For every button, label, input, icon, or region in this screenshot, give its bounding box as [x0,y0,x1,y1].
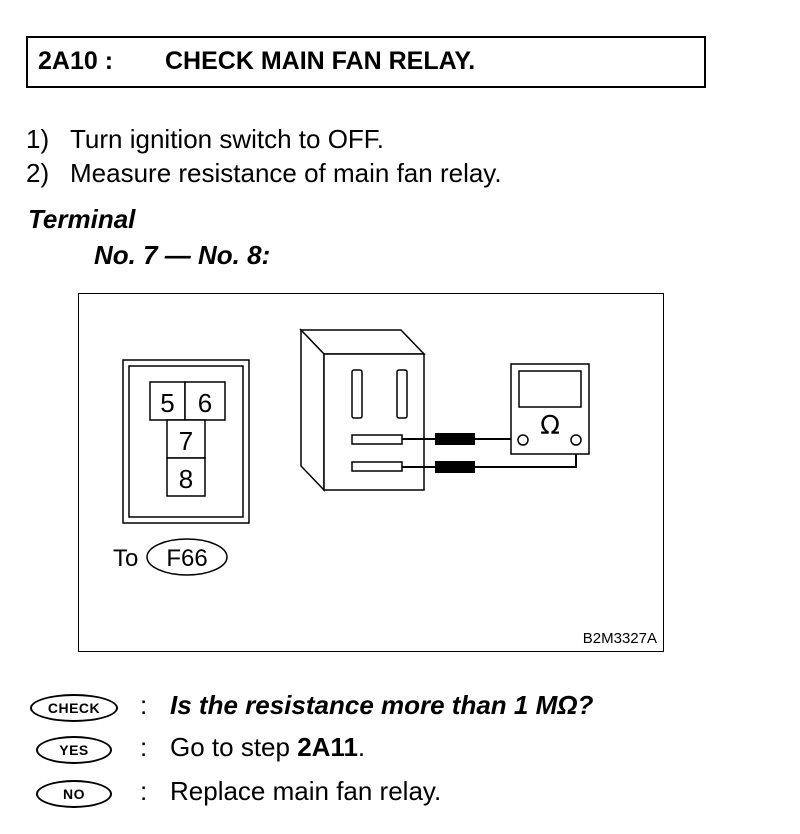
pin-7-cell [166,419,206,459]
yes-action-prefix: Go to step [170,732,298,762]
connector-inner-frame [128,365,244,518]
pin-8-cell [166,457,206,497]
ohm-symbol: Ω [540,411,560,441]
procedure-step: 1) Turn ignition switch to OFF. [26,122,502,156]
connector-ref-oval [146,538,228,576]
meter-jack [517,434,529,446]
procedure-step-text: Measure resistance of main fan relay. [70,158,502,188]
relay-slot [396,369,408,419]
connector-ref-label: F66 [166,545,207,572]
no-colon: : [140,776,148,806]
procedure-step: 2) Measure resistance of main fan relay. [26,156,502,190]
probe-handle [435,433,475,445]
step-title: CHECK MAIN FAN RELAY. [165,47,476,75]
relay-slot [351,369,363,419]
meter-jack [570,434,582,446]
relay-terminal-8 [351,461,403,472]
figure-code: B2M3327A [582,630,657,647]
procedure-step-number: 1) [26,124,50,154]
yes-action: Go to step 2A11. [170,732,365,763]
yes-badge: YES [36,736,112,764]
pin-6-label: 6 [198,388,212,418]
yes-target-step: 2A11 [297,732,358,762]
procedure-step-text: Turn ignition switch to OFF. [70,124,385,154]
yes-colon: : [140,732,148,762]
probe-handle [435,461,475,473]
terminal-value: No. 7 — No. 8: [94,240,271,270]
pin-7-label: 7 [179,426,193,456]
step-title-box: 2A10 : CHECK MAIN FAN RELAY. [26,36,706,88]
relay-terminal-7 [351,434,403,445]
connector-to-label: To [113,545,138,572]
relay-box-side [300,328,325,492]
pin-5-label: 5 [160,388,174,418]
check-question: Is the resistance more than 1 MΩ? [170,690,594,720]
procedure-list: 1) Turn ignition switch to OFF. 2) Measure… [26,122,502,190]
check-colon: : [140,690,148,720]
procedure-step-number: 2) [26,158,50,188]
ohmmeter-display [518,370,582,408]
relay-diagram-illustration: 5 6 7 8 To F66 Ω [113,328,590,576]
yes-action-suffix: . [357,732,366,762]
terminal-label: Terminal [28,204,136,234]
pin-8-label: 8 [179,464,193,494]
no-badge: NO [36,780,112,808]
step-number: 2A10 : [38,47,114,75]
check-badge: CHECK [30,694,118,722]
no-action: Replace main fan relay. [170,776,442,806]
connector-frame [122,359,250,524]
relay-diagram: 5 6 7 8 To F66 Ω B2M3327A [78,293,664,652]
